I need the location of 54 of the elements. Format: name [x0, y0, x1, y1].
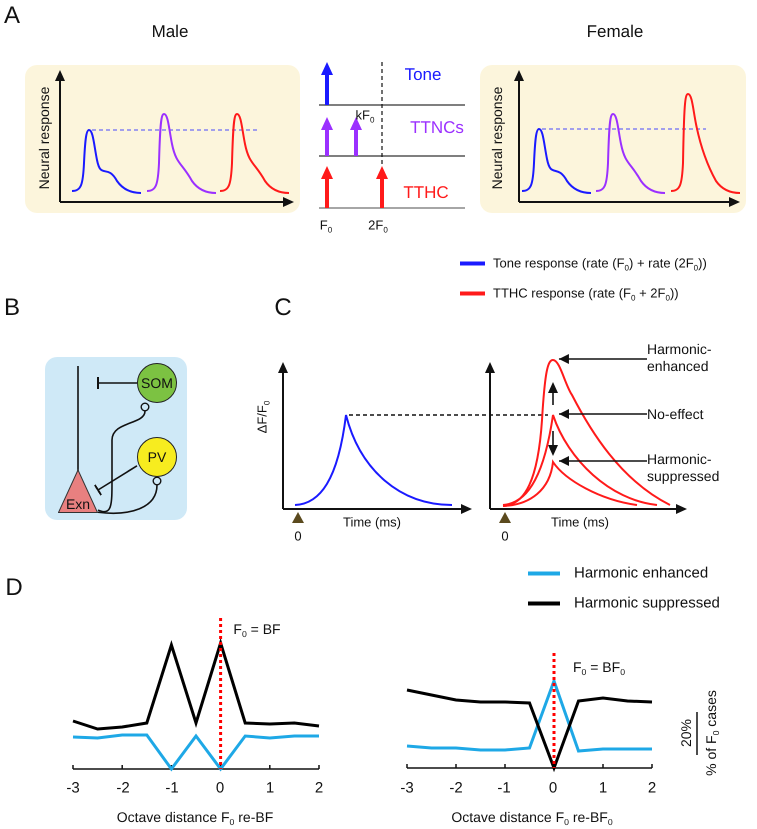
- connector-line: [94, 465, 138, 496]
- scale-bar-label: 20%: [678, 718, 694, 748]
- stimulus-label: TTHC: [403, 183, 449, 203]
- frequency-label: F$_{0}$: [320, 218, 332, 234]
- panel-title: Female: [586, 22, 644, 42]
- callout-text: Harmonic- enhanced: [647, 341, 729, 375]
- circuit-panel: [45, 357, 187, 520]
- axis-title: Time (ms): [551, 516, 609, 530]
- legend-text: Harmonic enhanced: [574, 564, 708, 582]
- connector-line: [97, 377, 137, 389]
- arrow: [559, 409, 647, 419]
- connector-line: [98, 402, 150, 512]
- tick-label: 1: [598, 779, 608, 797]
- arrow: [558, 354, 647, 364]
- tick-label: -3: [66, 779, 80, 797]
- panel-letter: B: [4, 294, 20, 322]
- tick-label: 0: [548, 779, 558, 797]
- tick-label: -1: [497, 779, 511, 797]
- response-curve: [502, 461, 639, 507]
- tick-label: 2: [314, 779, 324, 797]
- tick-label: -1: [165, 779, 179, 797]
- axis-title: Neural response: [488, 86, 506, 190]
- frequency-label: 2F$_{0}$: [368, 218, 388, 234]
- stimulus-label: TTNCs: [410, 118, 464, 138]
- connector-line: [98, 476, 162, 514]
- tick-label: 0: [294, 530, 302, 544]
- axis-title: Octave distance F$_{0}$ re-BF: [116, 808, 274, 826]
- tick-label: 0: [216, 779, 224, 797]
- legend-text: Tone response (rate (F$_{0}$) + rate (2F$_{0}$)): [493, 256, 707, 270]
- stimulus-label: Tone: [404, 65, 442, 85]
- legend-text: TTHC response (rate (F$_{0}$ + 2F$_{0}$)): [493, 286, 679, 300]
- neuron-circle: PV: [137, 437, 177, 477]
- annotation: F$_{0}$ = BF: [233, 620, 281, 638]
- axis-title: Octave distance F$_{0}$ re-BF$_{0}$: [451, 808, 613, 826]
- tick-label: 0: [501, 530, 509, 544]
- pyramidal-neuron: Exn: [58, 366, 98, 513]
- axis-title: Time (ms): [343, 516, 401, 530]
- legend-text: Harmonic suppressed: [574, 594, 720, 612]
- panel-letter: C: [274, 294, 292, 322]
- callout-text: No-effect: [647, 406, 729, 423]
- tick-label: -2: [449, 779, 463, 797]
- annotation: F$_{0}$ = BF$_{0}$: [572, 658, 626, 676]
- tick-label: 2: [648, 779, 656, 797]
- neuron-circle: SOM: [137, 363, 177, 403]
- frequency-label: kF$_{0}$: [356, 108, 374, 124]
- panel-letter: D: [5, 574, 23, 602]
- panel-letter: A: [4, 2, 20, 30]
- arrow: [559, 456, 647, 466]
- tick-label: -2: [116, 779, 130, 797]
- tick-label: -3: [400, 779, 414, 797]
- axis-title: Neural response: [36, 86, 52, 190]
- callout-text: Harmonic- suppressed: [647, 451, 733, 485]
- panel-title: Male: [152, 22, 188, 42]
- tick-label: 1: [266, 779, 274, 797]
